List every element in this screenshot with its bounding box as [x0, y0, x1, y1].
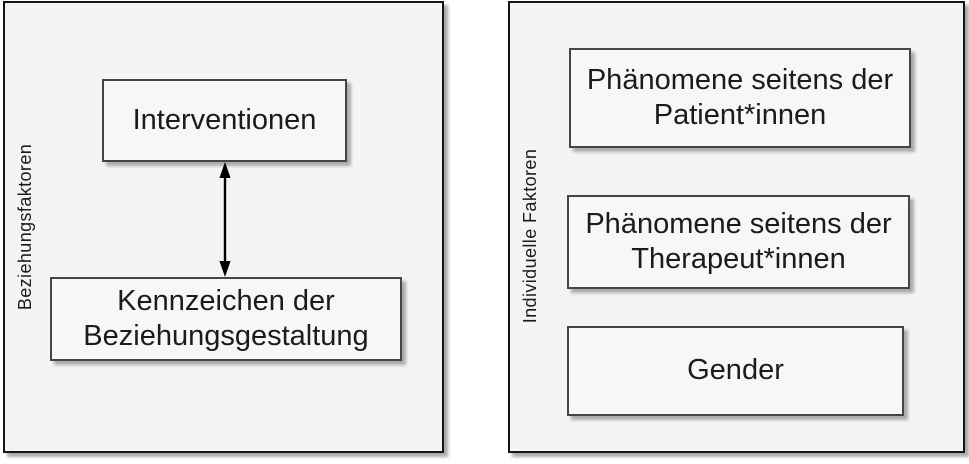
box-patient-phenomena-label: Phänomene seitens der Patient*innen	[586, 63, 894, 131]
box-gender-label: Gender	[687, 354, 784, 387]
box-interventions: Interventionen	[102, 79, 347, 162]
box-therapist-phenomena: Phänomene seitens der Therapeut*innen	[567, 195, 910, 289]
box-gender: Gender	[567, 326, 904, 416]
box-relationship-characteristics-label: Kennzeichen der Beziehungsgestaltung	[83, 284, 369, 352]
relationship-factors-vertical-label: Beziehungsfaktoren	[15, 143, 35, 311]
box-therapist-phenomena-label: Phänomene seitens der Therapeut*innen	[585, 207, 892, 275]
double-arrow-icon	[219, 162, 231, 277]
panel-individual-factors: Individuelle Faktoren Phänomene seitens …	[508, 1, 965, 453]
box-interventions-label: Interventionen	[132, 103, 317, 136]
individual-factors-vertical-label: Individuelle Faktoren	[520, 148, 540, 324]
box-patient-phenomena: Phänomene seitens der Patient*innen	[569, 48, 911, 148]
panel-relationship-factors: Beziehungsfaktoren Interventionen Kennze…	[3, 1, 444, 453]
box-relationship-characteristics: Kennzeichen der Beziehungsgestaltung	[50, 277, 402, 361]
